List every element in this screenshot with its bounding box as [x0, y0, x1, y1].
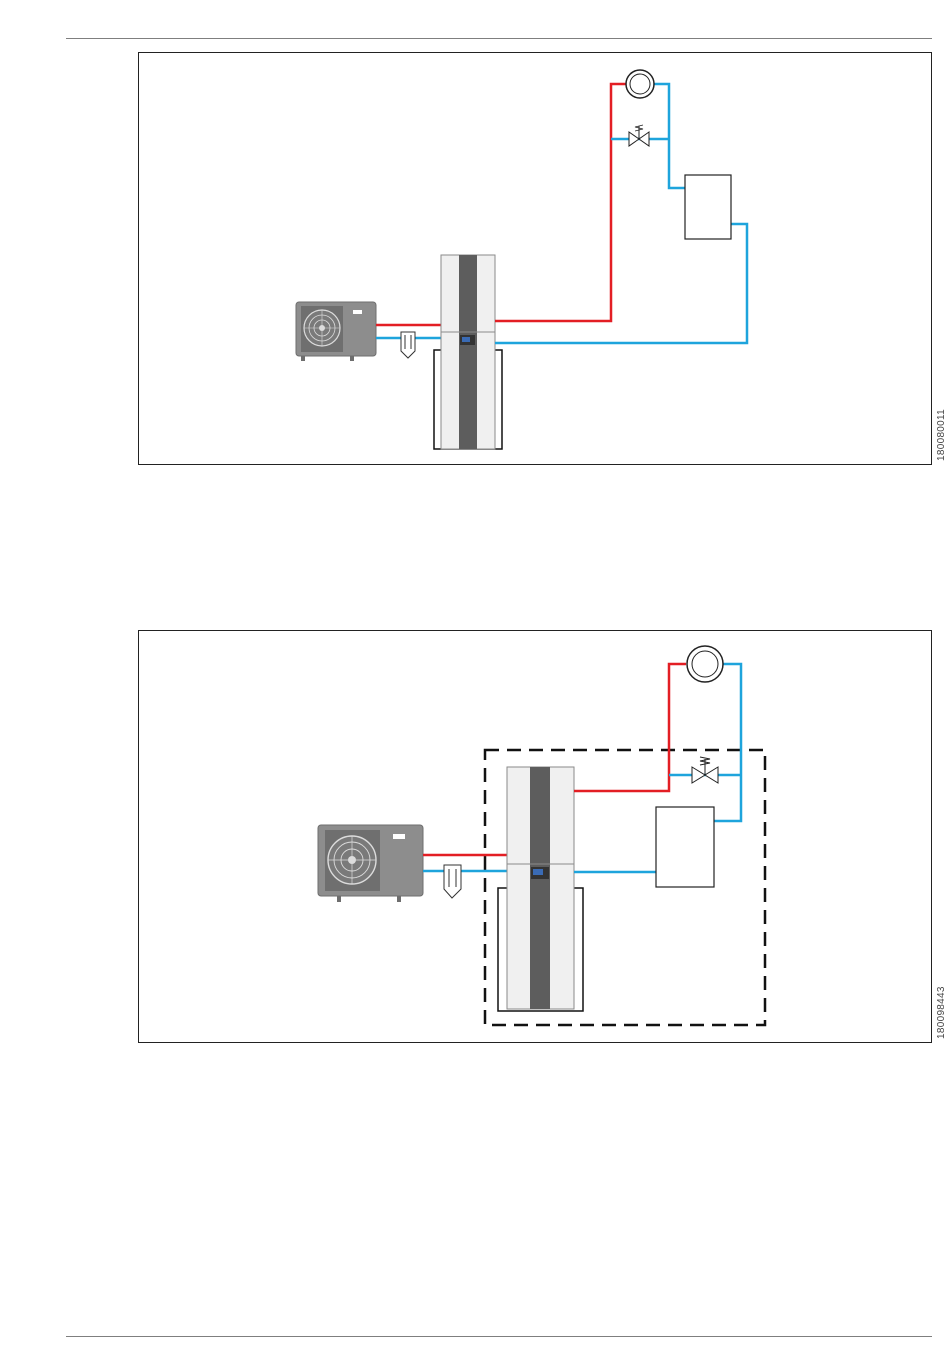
- flow-line-1b: [495, 84, 627, 321]
- indoor-unit-2: [498, 767, 583, 1011]
- filter-icon: [444, 865, 461, 898]
- circulation-pump-icon: [687, 646, 723, 682]
- header-rule: [66, 38, 932, 39]
- figure-1-number: 180080011: [936, 409, 947, 461]
- footer-rule: [66, 1336, 932, 1337]
- outdoor-unit-2: [318, 825, 423, 902]
- filter-icon: [401, 332, 415, 358]
- figure-1-frame: 180080011: [138, 52, 932, 465]
- flow-line-2b: [574, 664, 686, 791]
- figure-2-frame: 180098443: [138, 630, 932, 1043]
- overflow-valve-icon: [629, 125, 649, 146]
- buffer-tank-1: [685, 175, 731, 239]
- figure-2-number: 180098443: [936, 986, 947, 1039]
- figure-2-diagram: [139, 631, 933, 1044]
- return-line-2c: [714, 664, 741, 821]
- overflow-valve-icon: [692, 757, 718, 783]
- indoor-unit-1: [434, 255, 502, 449]
- buffer-tank-2: [656, 807, 714, 887]
- outdoor-unit-1: [296, 302, 376, 361]
- return-line-1b: [495, 224, 747, 343]
- circulation-pump-icon: [626, 70, 654, 98]
- return-line-1c: [654, 84, 685, 188]
- figure-1-diagram: [139, 53, 933, 466]
